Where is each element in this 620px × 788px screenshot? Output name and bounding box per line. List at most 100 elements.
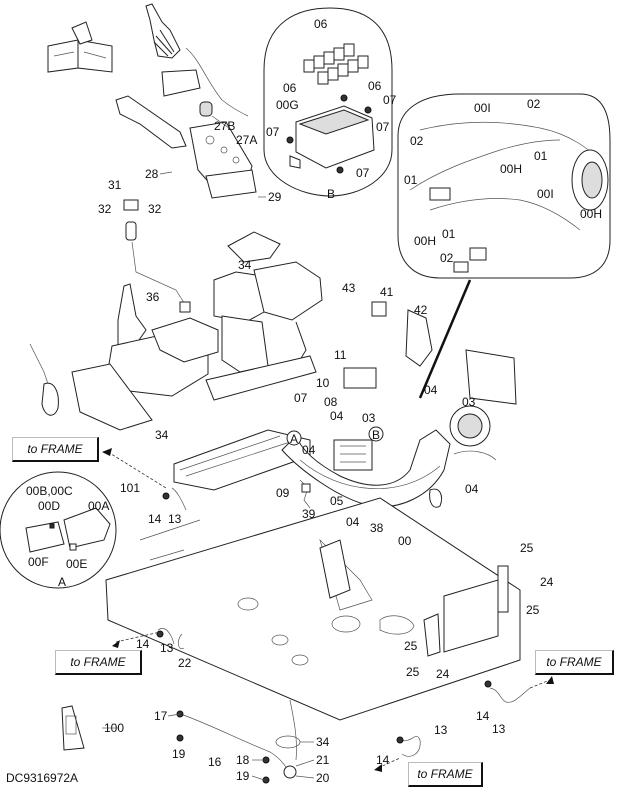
callout-13a: 13	[168, 512, 182, 526]
callout-05: 05	[330, 494, 344, 508]
callout-00e: 00E	[66, 557, 87, 571]
callout-04d: 04	[346, 515, 360, 529]
callout-11: 11	[334, 348, 347, 362]
callout-34a: 34	[238, 258, 252, 272]
detail-view-c	[397, 93, 611, 279]
callout-10: 10	[316, 376, 330, 390]
callouts: 27B 27A 28 29 31 32 32 34 36 34 43 41 42…	[98, 119, 554, 785]
callout-19a: 19	[172, 747, 186, 761]
callout-25b: 25	[526, 603, 540, 617]
callout-03b: 03	[462, 395, 476, 409]
callout-00b-00c: 00B,00C	[26, 484, 73, 498]
marker-a-label: A	[290, 432, 298, 446]
callout-19b: 19	[236, 769, 250, 783]
callout-13c: 13	[492, 722, 506, 736]
callout-32a: 32	[98, 202, 112, 216]
right-panels	[423, 565, 509, 657]
callout-02-c: 02	[440, 251, 454, 265]
floor-plate	[105, 497, 521, 721]
callout-20: 20	[316, 771, 330, 785]
callout-00f: 00F	[28, 555, 49, 569]
callout-00: 00	[398, 534, 412, 548]
callout-29: 29	[268, 190, 282, 204]
callout-07a: 07	[266, 125, 280, 139]
callout-22: 22	[178, 656, 192, 670]
callout-07: 07	[294, 391, 308, 405]
callout-00d: 00D	[38, 499, 60, 513]
detail-pointer-line	[418, 279, 472, 399]
callout-14a: 14	[148, 512, 162, 526]
callout-06a: 06	[314, 17, 328, 31]
detail-b-callouts: 06 06 06 00G 07 07 07 07 B	[266, 17, 397, 201]
frame-link-left-top[interactable]: to FRAME	[12, 437, 99, 462]
callout-14d: 14	[376, 753, 390, 767]
callout-24a: 24	[540, 575, 554, 589]
callout-18: 18	[236, 753, 250, 767]
frame-leader-lines	[102, 448, 554, 772]
callout-36: 36	[146, 290, 160, 304]
marker-b-label: B	[372, 428, 380, 442]
callout-00h-b: 00H	[414, 234, 436, 248]
callout-14c: 14	[476, 709, 490, 723]
callout-42: 42	[414, 303, 428, 317]
callout-04c: 04	[302, 443, 316, 457]
main-harness	[281, 301, 517, 509]
relay-group	[303, 43, 369, 85]
callout-00g: 00G	[276, 98, 299, 112]
callout-25a: 25	[520, 541, 534, 555]
seat-rails	[173, 355, 317, 491]
callout-06b: 06	[283, 81, 297, 95]
left-console	[29, 283, 219, 431]
detail-b-title: B	[327, 187, 335, 201]
frame-link-right[interactable]: to FRAME	[535, 650, 614, 675]
leader-lines	[102, 115, 315, 781]
callout-24b: 24	[436, 667, 450, 681]
callout-27a: 27A	[236, 133, 257, 147]
callout-31: 31	[108, 178, 122, 192]
callout-02-b: 02	[410, 134, 424, 148]
detail-view-b	[263, 7, 393, 197]
callout-08: 08	[324, 395, 338, 409]
callout-25c: 25	[404, 639, 418, 653]
callout-13b: 13	[160, 641, 174, 655]
orientation-icon	[47, 21, 113, 73]
callout-32b: 32	[148, 202, 162, 216]
marker-a-circle	[286, 430, 302, 446]
callout-13d: 13	[434, 723, 448, 737]
ground-cables	[156, 487, 531, 784]
callout-07d: 07	[356, 166, 370, 180]
frame-link-left-mid[interactable]: to FRAME	[55, 650, 142, 675]
callout-01-b: 01	[404, 173, 418, 187]
callout-07b: 07	[383, 93, 397, 107]
callout-101: 101	[120, 481, 140, 495]
callout-14b: 14	[136, 637, 150, 651]
callout-00h-a: 00H	[500, 162, 522, 176]
callout-41: 41	[380, 285, 394, 299]
marker-b-circle	[368, 426, 384, 442]
frame-link-bottom[interactable]: to FRAME	[408, 762, 483, 787]
manual-icon	[61, 705, 85, 751]
detail-view-a	[0, 471, 117, 589]
callout-38: 38	[370, 521, 384, 535]
callout-28: 28	[145, 167, 159, 181]
callout-17: 17	[154, 709, 168, 723]
callout-09: 09	[276, 486, 290, 500]
callout-25d: 25	[406, 665, 420, 679]
detail-c-callouts: 00I 02 02 01 01 00H 00H 00I 00H 01 02	[404, 97, 602, 265]
callout-04b: 04	[424, 383, 438, 397]
right-console	[213, 231, 323, 373]
callout-00a: 00A	[88, 499, 109, 513]
callout-43: 43	[342, 281, 356, 295]
callout-01-c: 01	[442, 227, 456, 241]
callout-00i-a: 00I	[474, 101, 491, 115]
drawing-code: DC9316972A	[6, 771, 78, 785]
callout-00i-b: 00I	[537, 187, 554, 201]
callout-16: 16	[208, 755, 222, 769]
callout-02-a: 02	[527, 97, 541, 111]
joystick-upper	[145, 3, 249, 117]
callout-27b: 27B	[214, 119, 235, 133]
callout-07c: 07	[376, 120, 390, 134]
callout-34c: 34	[316, 735, 330, 749]
callout-04e: 04	[465, 482, 479, 496]
